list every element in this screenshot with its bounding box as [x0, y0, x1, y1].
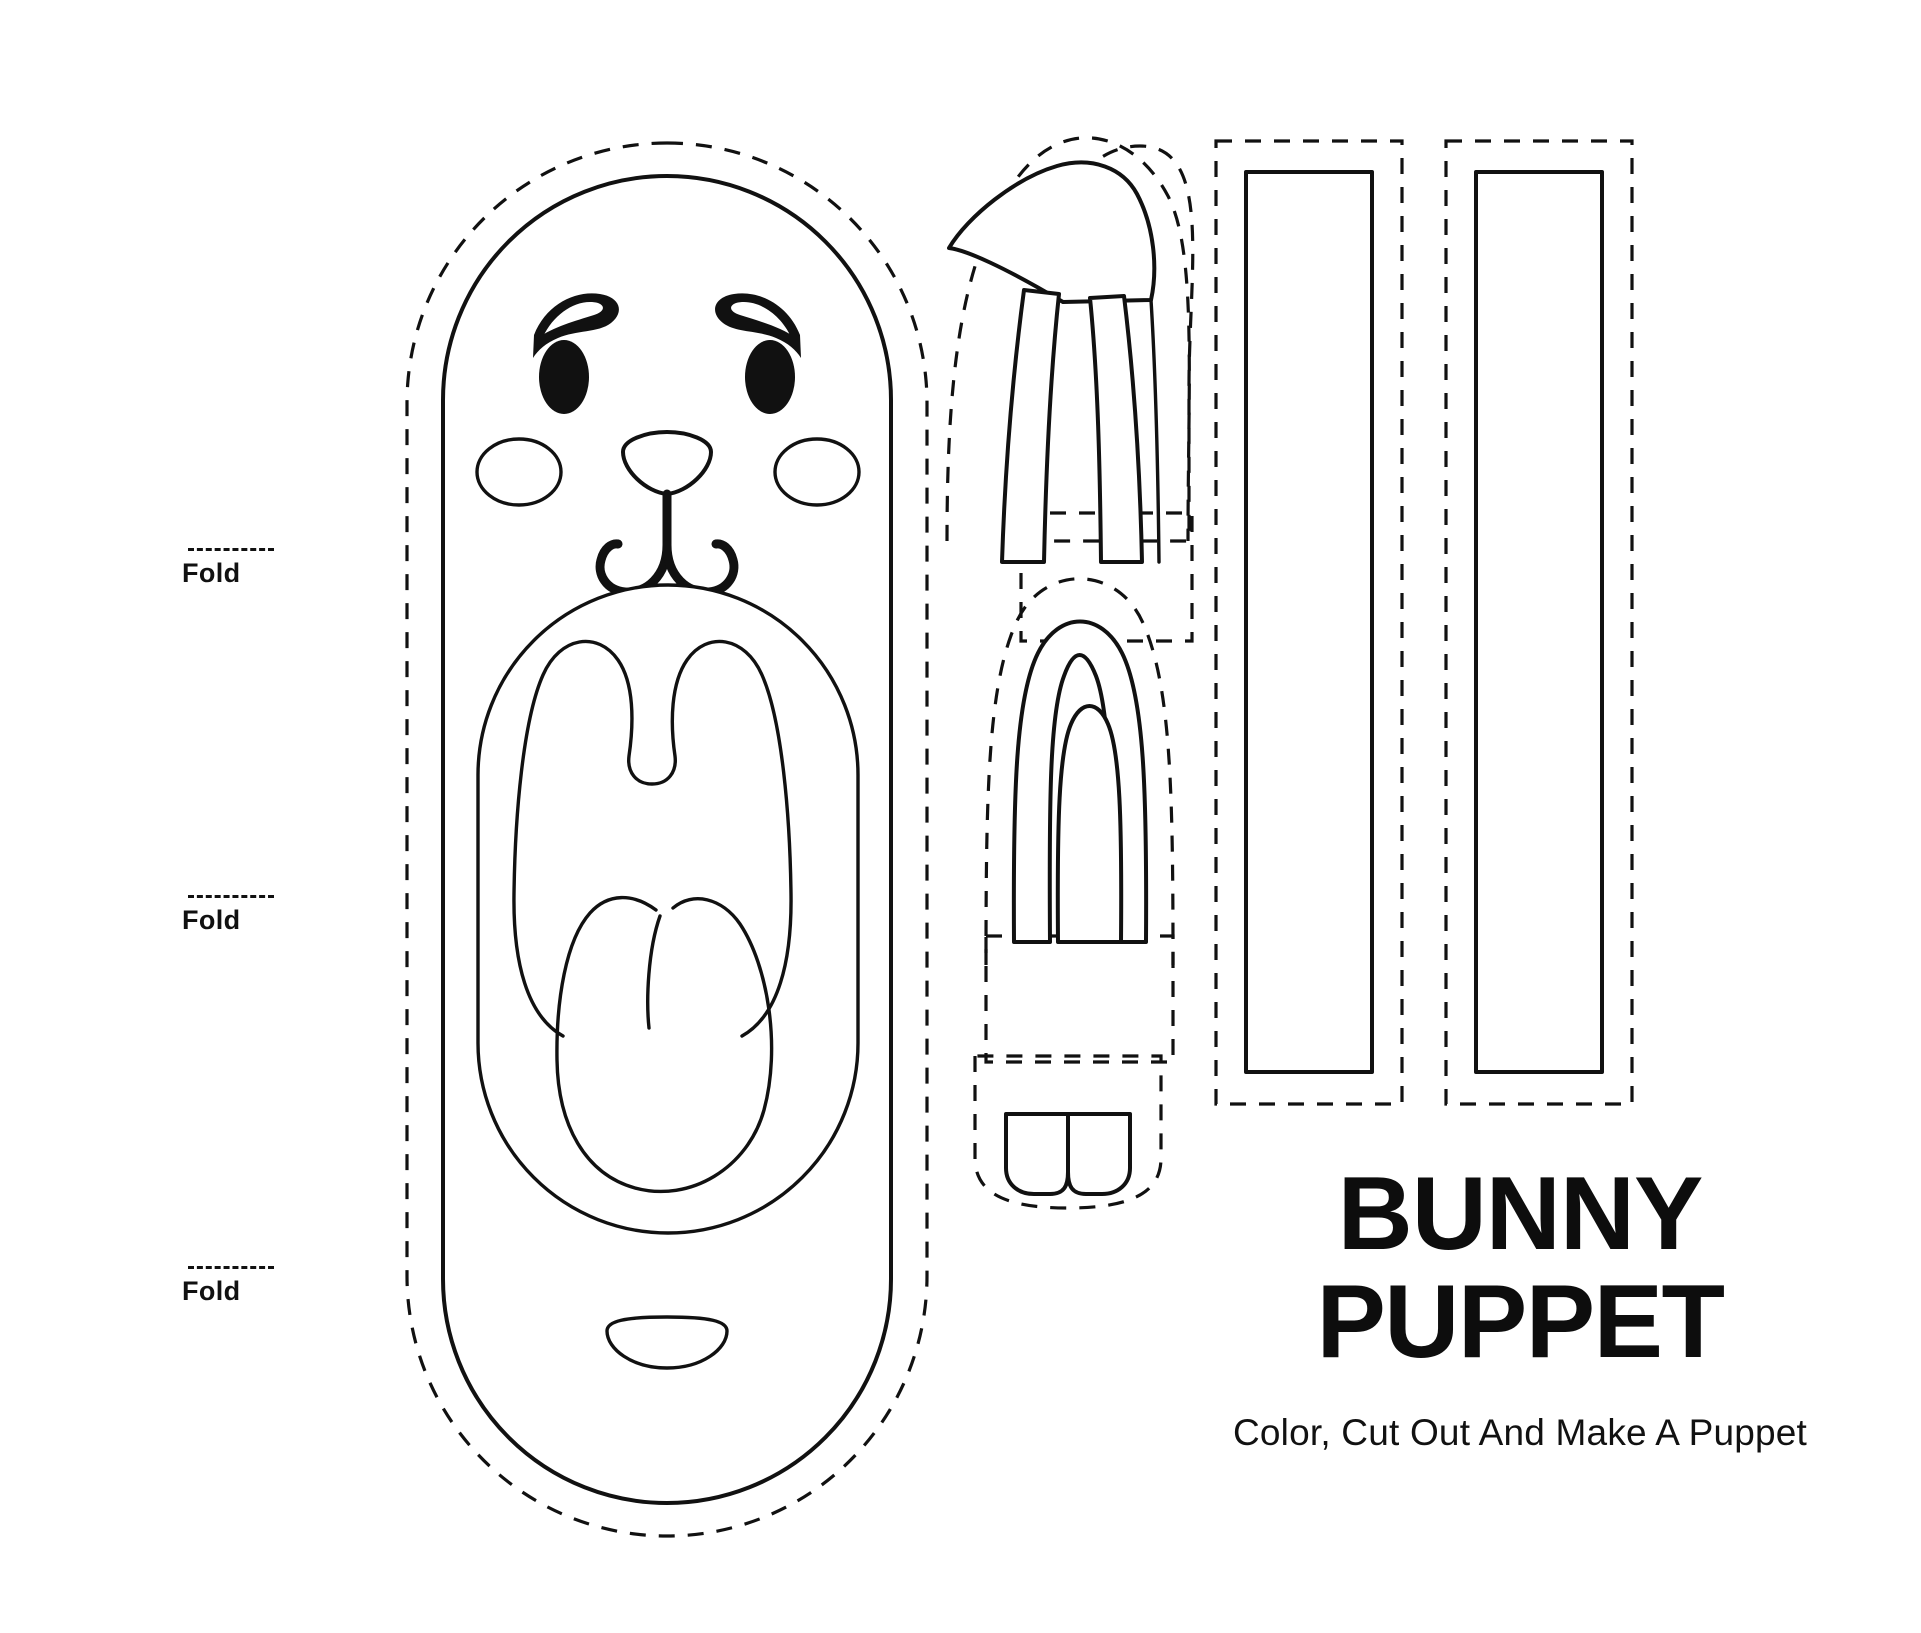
strip-left-outline — [1244, 170, 1374, 1074]
ear-folded-crease — [1149, 298, 1161, 564]
page-title-line-1: BUNNY — [1337, 1156, 1704, 1272]
cheek-left — [475, 437, 563, 507]
ear-upright-tab-cut — [984, 934, 1175, 1064]
mouth-left-curve — [595, 539, 672, 597]
body-outline — [441, 174, 893, 1505]
strip-left-cut-line — [1214, 139, 1404, 1106]
ear-folded-outline — [947, 160, 1157, 304]
bottom-lip — [605, 1315, 729, 1370]
fold-dash-icon — [188, 895, 274, 898]
eyebrow-right-icon — [715, 293, 801, 358]
tongue-center-crease — [646, 914, 662, 1030]
strip-right-cut-line — [1444, 139, 1634, 1106]
page-title-line-2: PUPPET — [1316, 1264, 1725, 1381]
eye-left — [539, 340, 589, 414]
fold-marker-middle: Fold — [182, 895, 362, 934]
piece-strip-right — [1444, 139, 1634, 1106]
fold-label: Fold — [182, 1276, 241, 1306]
fold-marker-top: Fold — [182, 548, 362, 587]
teeth-cut-line — [973, 1054, 1163, 1210]
page-subtitle: Color, Cut Out And Make A Puppet — [1232, 1412, 1808, 1454]
ear-upright-outline — [1011, 619, 1149, 944]
fold-dash-icon — [188, 1266, 274, 1269]
piece-strip-left — [1214, 139, 1404, 1106]
piece-teeth — [973, 1054, 1163, 1210]
title-block: BUNNY PUPPET Color, Cut Out And Make A P… — [1195, 1160, 1845, 1454]
body-cut-line — [405, 141, 929, 1538]
cheek-right — [773, 437, 861, 507]
ear-folded-cut-outline — [945, 136, 1191, 542]
ear-folded-tab-cut — [1019, 511, 1194, 643]
piece-body — [405, 141, 929, 1538]
tooth-left — [1004, 1112, 1070, 1196]
tongue — [555, 895, 774, 1194]
open-mouth-panel — [476, 583, 860, 1235]
fold-marker-bottom: Fold — [182, 1266, 362, 1305]
fold-label: Fold — [182, 905, 241, 935]
eyebrow-left-icon — [533, 293, 619, 358]
fold-label: Fold — [182, 558, 241, 588]
piece-ear-upright — [984, 577, 1175, 1064]
inner-bunny-silhouette — [512, 639, 793, 1038]
strip-right-outline — [1474, 170, 1604, 1074]
tooth-right — [1066, 1112, 1132, 1196]
fold-dash-icon — [188, 548, 274, 551]
ear-folded-cut-line — [1024, 144, 1195, 543]
piece-ear-folded — [945, 136, 1195, 643]
eye-right — [745, 340, 795, 414]
ear-folded-inner — [1088, 294, 1144, 564]
ear-upright-inner — [1055, 704, 1124, 944]
nose — [621, 430, 713, 496]
ear-upright-cut-line — [984, 577, 1175, 966]
ear-folded-body — [1000, 288, 1061, 564]
mouth-right-curve — [662, 539, 739, 597]
